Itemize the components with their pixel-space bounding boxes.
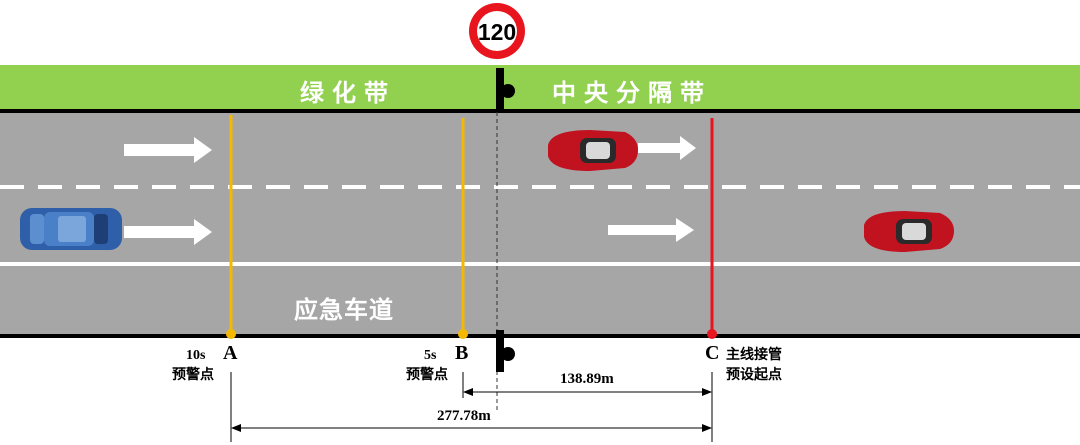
red-car [548,130,638,171]
road-edge-line [0,334,1080,338]
direction-arrow [124,219,212,245]
point-c-desc-line1: 主线接管 [726,347,782,363]
point-c-letter: C [705,342,720,364]
median-edge-line [0,109,1080,113]
direction-arrow [608,218,694,242]
distance-bc-label: 138.89m [560,371,614,387]
point-a-desc: 预警点 [172,367,214,383]
median-strip [0,65,1080,110]
point-b-letter: B [455,342,469,364]
point-a-letter: A [223,342,238,364]
point-c-dot [707,329,717,339]
shoulder-line [0,262,1080,266]
point-b-desc: 预警点 [406,367,448,383]
emergency-lane-label: 应急车道 [294,296,394,324]
green-belt-label: 绿化带 [300,79,396,107]
speed-limit-sign: 120 [469,3,525,59]
sign-post-top [496,68,515,110]
direction-arrow [124,137,212,163]
distance-ac-label: 277.78m [437,408,491,424]
blue-car [20,208,122,250]
red-car [864,211,954,252]
speed-limit-value: 120 [478,19,516,45]
point-a-time: 10s [186,348,206,363]
point-b-dot [458,329,468,339]
direction-arrow [638,136,696,160]
sign-post-bottom [496,330,515,372]
central-divider-label: 中央分隔带 [552,79,712,107]
point-b-time: 5s [424,348,437,363]
point-c-desc-line2: 预设起点 [726,367,782,383]
point-a-dot [226,329,236,339]
